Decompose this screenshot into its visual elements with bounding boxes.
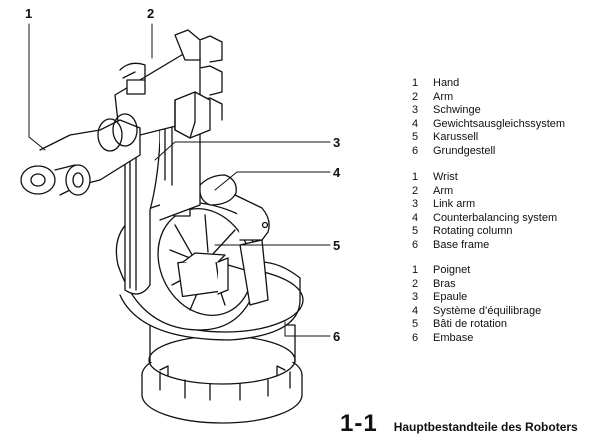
figure-number: 1-1	[340, 410, 378, 437]
leader-line-3	[154, 141, 331, 161]
leader-lines	[28, 23, 331, 337]
callout-6: 6	[333, 329, 340, 344]
leader-line-6	[284, 321, 331, 337]
callout-4: 4	[333, 165, 341, 180]
callout-2: 2	[147, 6, 154, 21]
figure-caption: 1-1 Hauptbestandteile des Roboters	[340, 410, 578, 438]
callout-3: 3	[333, 135, 340, 150]
callout-1: 1	[25, 6, 32, 21]
link-arm-part	[124, 99, 201, 295]
leader-line-1	[28, 23, 46, 151]
rotating-column-part	[115, 201, 304, 341]
leader-line-4	[214, 171, 331, 191]
callout-5: 5	[333, 238, 340, 253]
arm-part	[114, 29, 223, 141]
wrist-part	[20, 113, 141, 196]
counterbalancing-system-part	[199, 174, 270, 241]
figure-title: Hauptbestandteile des Roboters	[393, 420, 578, 434]
